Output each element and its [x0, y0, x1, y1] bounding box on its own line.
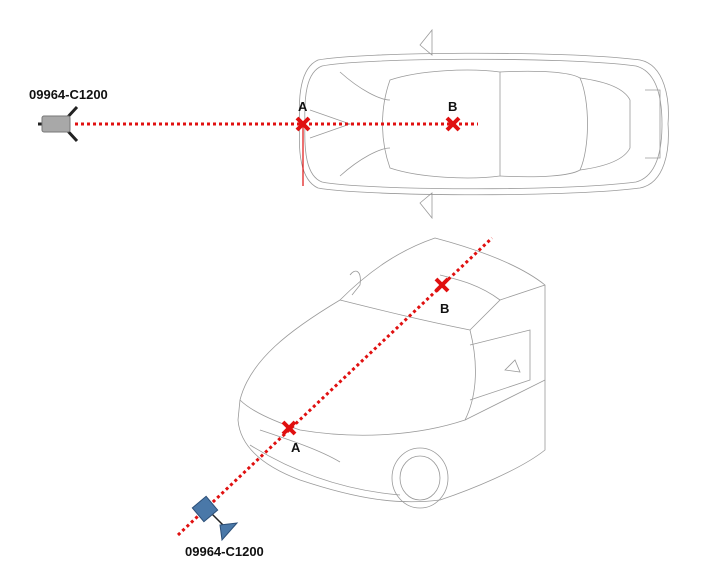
top-mark-a-icon: [295, 116, 311, 132]
perspective-point-b-label: B: [440, 301, 449, 316]
top-mark-b-icon: [445, 116, 461, 132]
top-laser-tool-icon: [38, 105, 79, 143]
perspective-tool-label: 09964-C1200: [185, 544, 264, 559]
top-point-b-label: B: [448, 99, 457, 114]
top-tool-label: 09964-C1200: [29, 87, 108, 102]
perspective-point-a-label: A: [291, 440, 301, 455]
perspective-car: [237, 237, 546, 509]
perspective-laser-tool-icon: [191, 495, 239, 542]
top-point-a-label: A: [298, 99, 308, 114]
perspective-mark-b-icon: [434, 277, 450, 293]
top-view-car: [298, 28, 669, 220]
perspective-mark-a-icon: [281, 420, 297, 436]
